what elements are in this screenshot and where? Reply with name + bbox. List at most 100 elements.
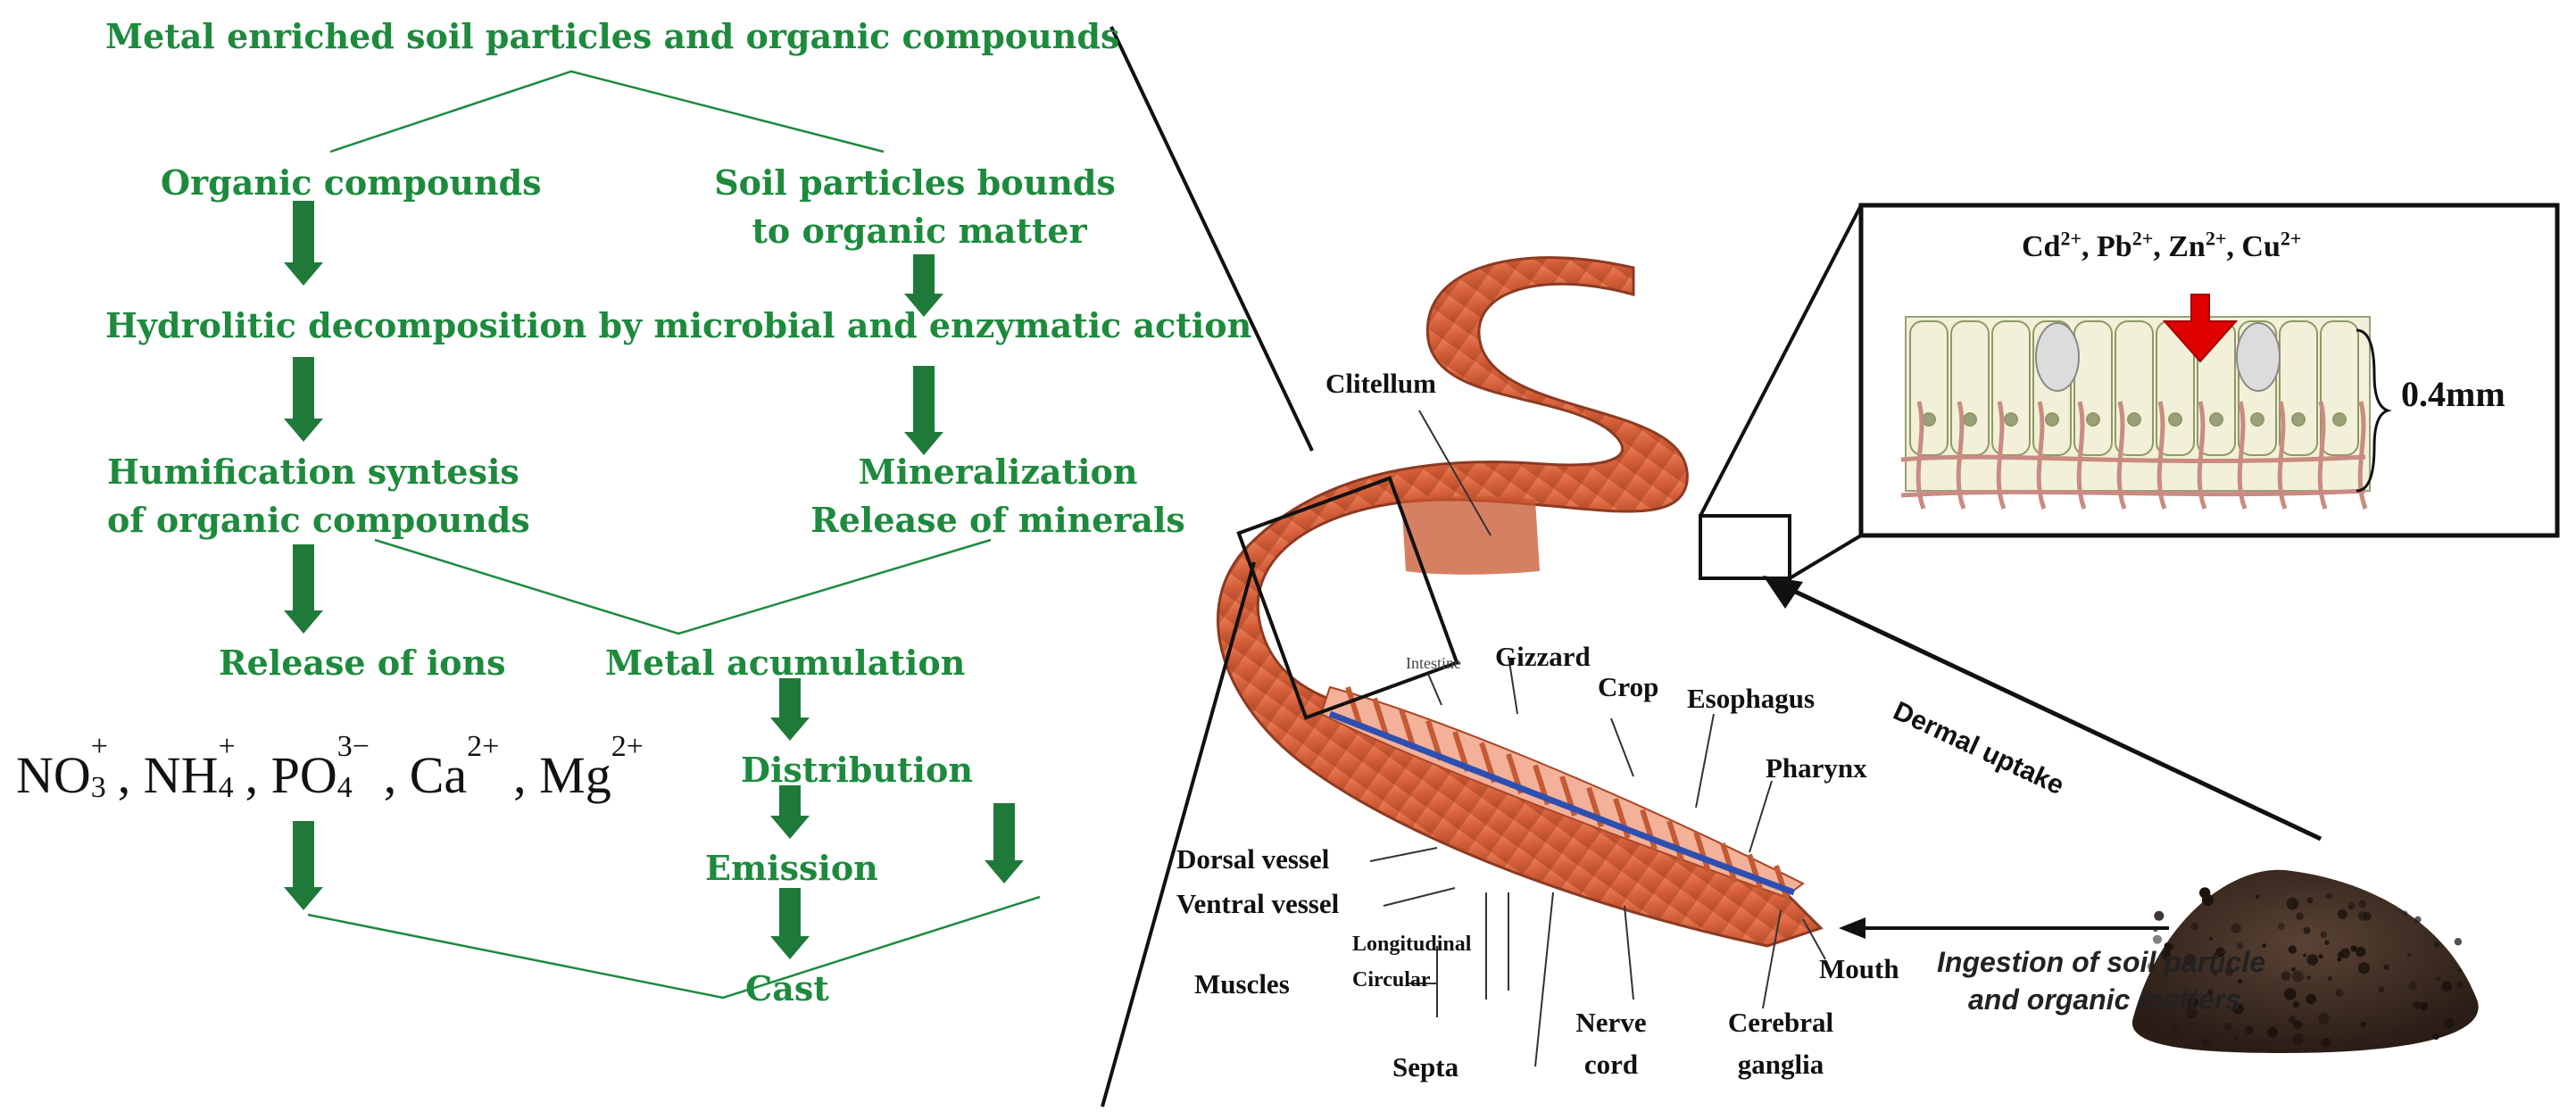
soil-pile — [2131, 869, 2479, 1053]
flow-humification-line2: of organic compounds — [107, 500, 530, 540]
flow-soil-particles-line2: to organic matter — [752, 211, 1087, 251]
flow-arrow-1 — [284, 201, 323, 286]
inset-vessels — [1900, 401, 2368, 510]
label-dorsal-vessel: Dorsal vessel — [1176, 843, 1330, 875]
flow-emission: Emission — [705, 848, 878, 888]
cell-nucleus — [2168, 412, 2182, 427]
flow-arrow-8 — [770, 785, 810, 839]
label-ingestion-line2: and organic matters — [1968, 983, 2241, 1016]
thickness-brace — [2356, 328, 2392, 493]
epidermal-cell — [2238, 320, 2277, 456]
inset-metal-ions: Cd2+, Pb2+, Zn2+, Cu2+ — [2022, 228, 2301, 264]
cell-nucleus — [2004, 412, 2018, 427]
capillary — [2116, 401, 2127, 510]
ion-nh: NH+4, — [143, 730, 271, 804]
flow-cast: Cast — [745, 968, 829, 1008]
inset-thickness: 0.4mm — [2401, 374, 2505, 414]
flow-arrow-10 — [985, 803, 1024, 884]
label-septa: Septa — [1392, 1051, 1459, 1083]
capillary — [2076, 401, 2087, 510]
flowchart-connectors — [307, 70, 1041, 1000]
label-cerebral-line1: Cerebral — [1727, 1007, 1834, 1038]
label-mouth: Mouth — [1819, 953, 1899, 984]
callout-inset-top — [1699, 204, 1863, 517]
septum-ring — [1640, 809, 1658, 850]
epidermal-cell — [2032, 320, 2072, 456]
cell-nucleus — [2250, 412, 2264, 427]
cell-nucleus — [2045, 412, 2059, 427]
metal-entry-arrow — [2162, 294, 2239, 363]
flow-humification-line1: Humification syntesis — [107, 452, 519, 492]
epidermal-cell — [2073, 320, 2113, 456]
callout-lines — [1101, 26, 1863, 1108]
septum-ring — [1720, 842, 1738, 884]
cell-nucleus — [1922, 412, 1936, 427]
label-intestine: Intestine — [1406, 654, 1461, 672]
metal-zn: Zn2+, — [2168, 228, 2242, 264]
epidermal-cell — [2320, 320, 2359, 456]
label-clitellum: Clitellum — [1325, 368, 1436, 399]
septum-ring — [1693, 831, 1711, 873]
septum-ring — [1747, 853, 1765, 895]
epidermal-cell — [1909, 320, 1949, 456]
flow-top-node: Metal enriched soil particles and organi… — [105, 16, 1120, 56]
cell-nucleus — [2209, 412, 2223, 427]
metal-cu: Cu2+ — [2241, 228, 2302, 264]
flow-arrow-5 — [904, 254, 943, 317]
epidermal-cell — [2115, 320, 2154, 456]
septum-ring — [1345, 686, 1363, 727]
capillary — [2237, 401, 2248, 510]
inset-epidermis — [1905, 316, 2371, 492]
label-ingestion-line1: Ingestion of soil particle — [1937, 946, 2266, 978]
label-nerve-cord-line1: Nerve — [1575, 1007, 1647, 1038]
epidermal-cell — [1991, 320, 2031, 456]
clitellum-zoom-box — [1236, 476, 1459, 720]
merge-line-middle — [374, 538, 992, 635]
skin-zoom-box — [1699, 514, 1791, 580]
clitellum-band — [1401, 496, 1540, 575]
mucous-cell — [2236, 322, 2281, 392]
capillary — [1915, 401, 1926, 510]
cell-nucleus — [1963, 412, 1977, 427]
capillary — [2317, 401, 2328, 510]
split-line-top — [329, 70, 885, 153]
label-nerve-cord-line2: cord — [1583, 1049, 1639, 1080]
callout-clitellum-top — [1109, 26, 1314, 452]
label-crop: Crop — [1598, 671, 1659, 702]
tissue-inset — [1858, 203, 2560, 538]
capillary — [2036, 401, 2047, 510]
label-esophagus: Esophagus — [1687, 683, 1816, 714]
dermal-uptake-arrow — [1763, 576, 2323, 842]
flow-arrows — [284, 201, 1024, 959]
label-circular: Circular — [1352, 968, 1431, 991]
subepidermal-vessel — [1900, 454, 2366, 498]
cell-nucleus — [2291, 412, 2306, 427]
flow-mineralization-line2: Release of minerals — [810, 500, 1185, 540]
earthworm-illustration — [1216, 256, 1824, 948]
mucous-cell — [2035, 322, 2080, 392]
flow-hydrolitic-decomposition: Hydrolitic decomposition by microbial an… — [105, 305, 1252, 345]
flow-organic-compounds: Organic compounds — [161, 162, 542, 203]
flow-soil-particles-line1: Soil particles bounds — [714, 162, 1116, 203]
flow-mineralization-line1: Mineralization — [858, 452, 1138, 492]
ingestion-arrow — [1839, 917, 2169, 939]
callout-inset-bottom — [1788, 534, 1863, 580]
capillary — [2197, 401, 2207, 510]
callout-clitellum-bottom — [1101, 561, 1256, 1108]
flow-release-of-ions: Release of ions — [219, 643, 506, 683]
cell-nucleus — [2332, 412, 2347, 427]
flow-arrow-4 — [284, 821, 323, 910]
ion-no: NO+3, — [16, 730, 144, 804]
inset-cells — [1909, 320, 2359, 456]
label-pharynx: Pharynx — [1766, 752, 1867, 784]
merge-line-bottom — [307, 895, 1041, 1000]
septum-ring — [1399, 709, 1417, 750]
label-longitudinal: Longitudinal — [1352, 933, 1472, 956]
metal-pb: Pb2+, — [2097, 228, 2169, 264]
